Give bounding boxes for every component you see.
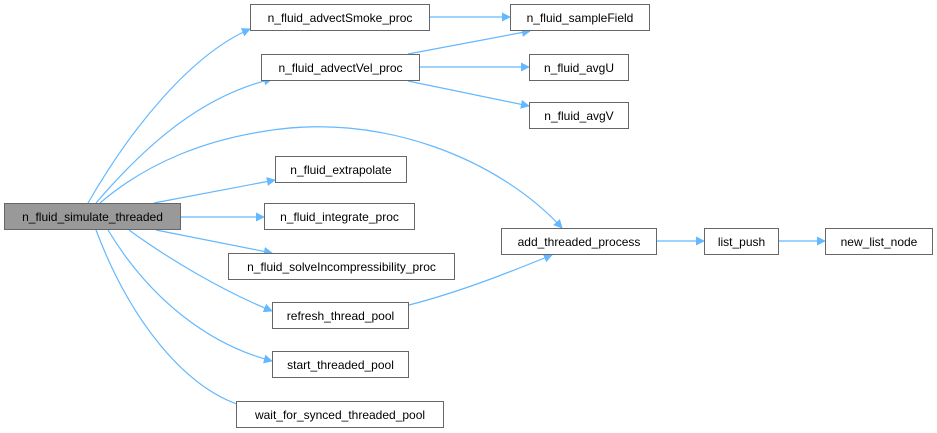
- node-n-fluid-advectsmoke-proc[interactable]: n_fluid_advectSmoke_proc: [250, 4, 430, 31]
- node-new-list-node[interactable]: new_list_node: [825, 228, 933, 255]
- edge-root-to-refresh: [128, 229, 273, 313]
- node-n-fluid-solveincompressibility-proc[interactable]: n_fluid_solveIncompressibility_proc: [228, 253, 455, 280]
- edge-root-to-start: [107, 229, 273, 364]
- node-n-fluid-avgv[interactable]: n_fluid_avgV: [529, 102, 629, 129]
- node-n-fluid-integrate-proc[interactable]: n_fluid_integrate_proc: [264, 203, 415, 230]
- edge-root-to-solve: [155, 229, 273, 256]
- edge-advect-vel-to-avg-v: [407, 80, 530, 109]
- node-n-fluid-extrapolate[interactable]: n_fluid_extrapolate: [275, 156, 407, 183]
- edge-root-to-advect-vel: [95, 76, 273, 204]
- node-list-push[interactable]: list_push: [704, 228, 779, 255]
- edge-refresh-to-add-threaded: [408, 253, 553, 306]
- edge-root-to-advect-smoke: [87, 28, 251, 204]
- edge-root-to-add-threaded: [99, 126, 563, 229]
- node-add-threaded-process[interactable]: add_threaded_process: [501, 228, 657, 255]
- edge-advect-vel-to-sample-field: [407, 28, 531, 55]
- node-n-fluid-advectvel-proc[interactable]: n_fluid_advectVel_proc: [261, 54, 420, 81]
- edge-root-to-wait: [95, 229, 247, 410]
- node-n-fluid-simulate-threaded[interactable]: n_fluid_simulate_threaded: [4, 203, 181, 230]
- node-n-fluid-samplefield[interactable]: n_fluid_sampleField: [510, 4, 650, 31]
- node-start-threaded-pool[interactable]: start_threaded_pool: [272, 351, 409, 378]
- edge-root-to-extrapolate: [153, 177, 276, 204]
- node-refresh-thread-pool[interactable]: refresh_thread_pool: [272, 302, 409, 329]
- node-wait-for-synced-threaded-pool[interactable]: wait_for_synced_threaded_pool: [236, 401, 444, 428]
- node-n-fluid-avgu[interactable]: n_fluid_avgU: [529, 54, 629, 81]
